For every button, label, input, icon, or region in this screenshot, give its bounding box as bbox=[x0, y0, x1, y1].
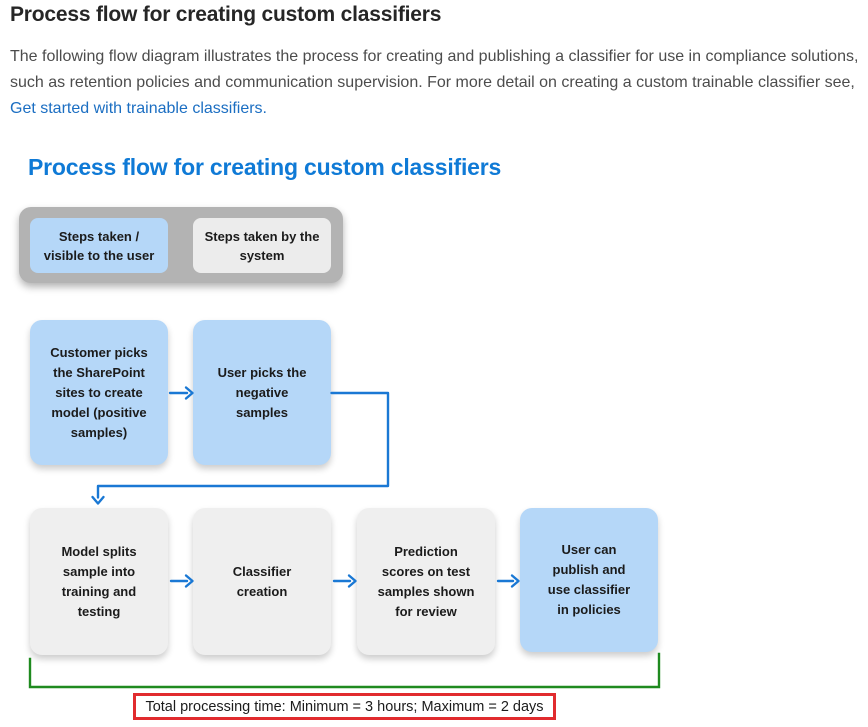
flow-box-positive-samples: Customer picks the SharePoint sites to c… bbox=[30, 320, 168, 465]
arrow-right-icon bbox=[332, 574, 357, 588]
flow-box-prediction-scores: Prediction scores on test samples shown … bbox=[357, 508, 495, 655]
page-title: Process flow for creating custom classif… bbox=[10, 3, 442, 26]
total-time-box: Total processing time: Minimum = 3 hours… bbox=[133, 693, 556, 720]
legend: Steps taken / visible to the user Steps … bbox=[19, 207, 343, 283]
intro-paragraph: The following flow diagram illustrates t… bbox=[10, 44, 866, 122]
arrow-right-icon bbox=[168, 386, 194, 400]
flow-box-classifier-creation: Classifier creation bbox=[193, 508, 331, 655]
legend-item-system-steps: Steps taken by the system bbox=[193, 218, 331, 273]
trainable-classifiers-link[interactable]: Get started with trainable classifiers. bbox=[10, 100, 267, 117]
processing-time-bracket bbox=[28, 652, 661, 689]
legend-item-user-steps: Steps taken / visible to the user bbox=[30, 218, 168, 273]
diagram-title: Process flow for creating custom classif… bbox=[28, 154, 502, 180]
arrow-right-icon bbox=[496, 574, 520, 588]
flow-box-model-splits: Model splits sample into training and te… bbox=[30, 508, 168, 655]
flow-box-negative-samples: User picks the negative samples bbox=[193, 320, 331, 465]
intro-text: The following flow diagram illustrates t… bbox=[10, 48, 859, 91]
flow-box-publish-classifier: User can publish and use classifier in p… bbox=[520, 508, 658, 652]
arrow-right-icon bbox=[169, 574, 194, 588]
total-time-label: Total processing time: Minimum = 3 hours… bbox=[145, 698, 544, 715]
